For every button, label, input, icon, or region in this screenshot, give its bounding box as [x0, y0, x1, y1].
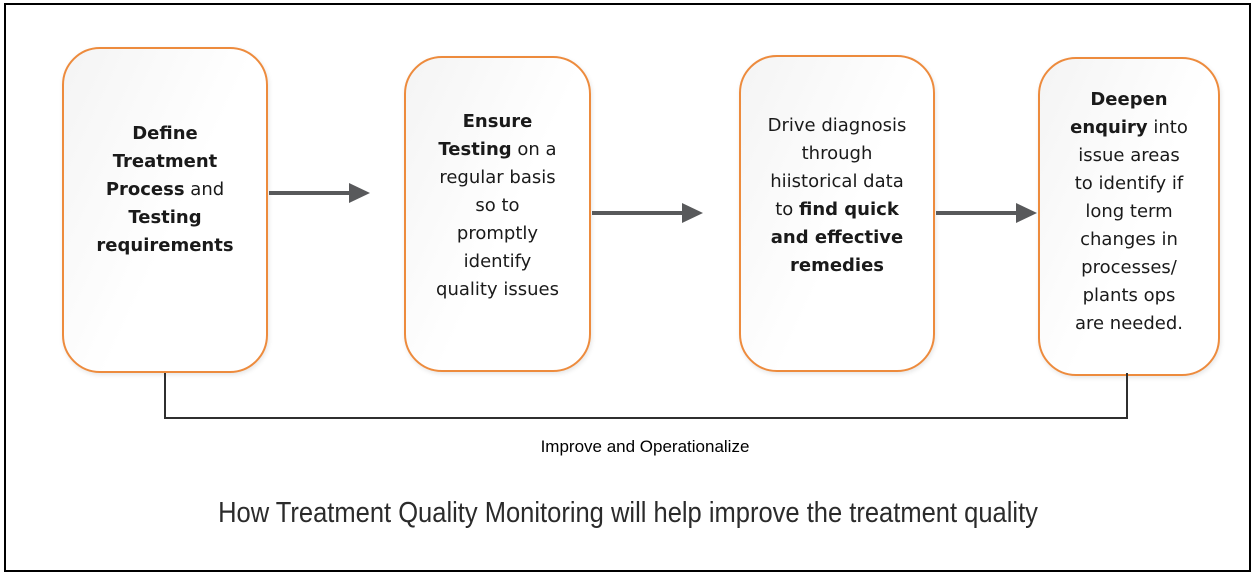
arrow-shaft [269, 191, 350, 195]
flow-arrow-2 [592, 203, 703, 223]
flow-arrow-1 [269, 183, 370, 203]
feedback-loop-line [164, 373, 1128, 419]
arrow-shaft [592, 211, 683, 215]
arrow-head-icon [1016, 203, 1037, 223]
arrow-head-icon [682, 203, 703, 223]
arrow-head-icon [349, 183, 370, 203]
feedback-loop-label: Improve and Operationalize [540, 437, 750, 456]
flow-arrow-3 [936, 203, 1037, 223]
diagram-caption: How Treatment Quality Monitoring will he… [218, 497, 1038, 529]
arrow-shaft [936, 211, 1017, 215]
